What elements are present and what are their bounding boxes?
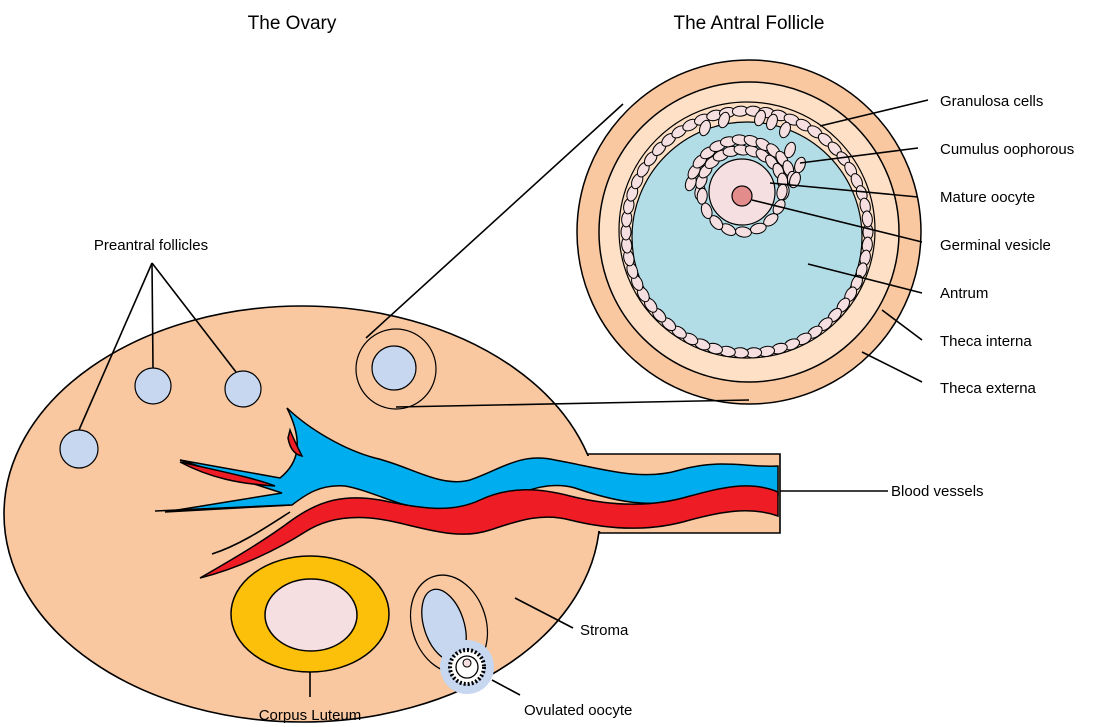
label-theca-externa: Theca externa xyxy=(940,380,1037,397)
label-antrum: Antrum xyxy=(940,285,988,302)
label-corpus-luteum: Corpus Luteum xyxy=(259,707,362,724)
title-ovary: The Ovary xyxy=(248,13,337,34)
label-cumulus-oophorous: Cumulus oophorous xyxy=(940,141,1074,158)
label-theca-interna: Theca interna xyxy=(940,333,1032,350)
germinal-vesicle xyxy=(732,186,752,206)
label-stroma: Stroma xyxy=(580,622,629,639)
preantral-follicle-2 xyxy=(135,368,171,404)
label-preantral-follicles: Preantral follicles xyxy=(94,237,208,254)
preantral-follicle-1 xyxy=(60,430,98,468)
label-germinal-vesicle: Germinal vesicle xyxy=(940,237,1051,254)
small-antral-antrum xyxy=(372,346,416,390)
label-mature-oocyte: Mature oocyte xyxy=(940,189,1035,206)
label-granulosa-cells: Granulosa cells xyxy=(940,93,1043,110)
preantral-follicle-3 xyxy=(225,371,261,407)
corpus-luteum-core xyxy=(265,579,357,651)
label-blood-vessels: Blood vessels xyxy=(891,483,984,500)
ovulated-oocyte-nucleus xyxy=(463,659,471,667)
antral-follicle xyxy=(577,60,921,404)
label-ovulated-oocyte: Ovulated oocyte xyxy=(524,702,632,719)
title-antral-follicle: The Antral Follicle xyxy=(673,13,824,34)
